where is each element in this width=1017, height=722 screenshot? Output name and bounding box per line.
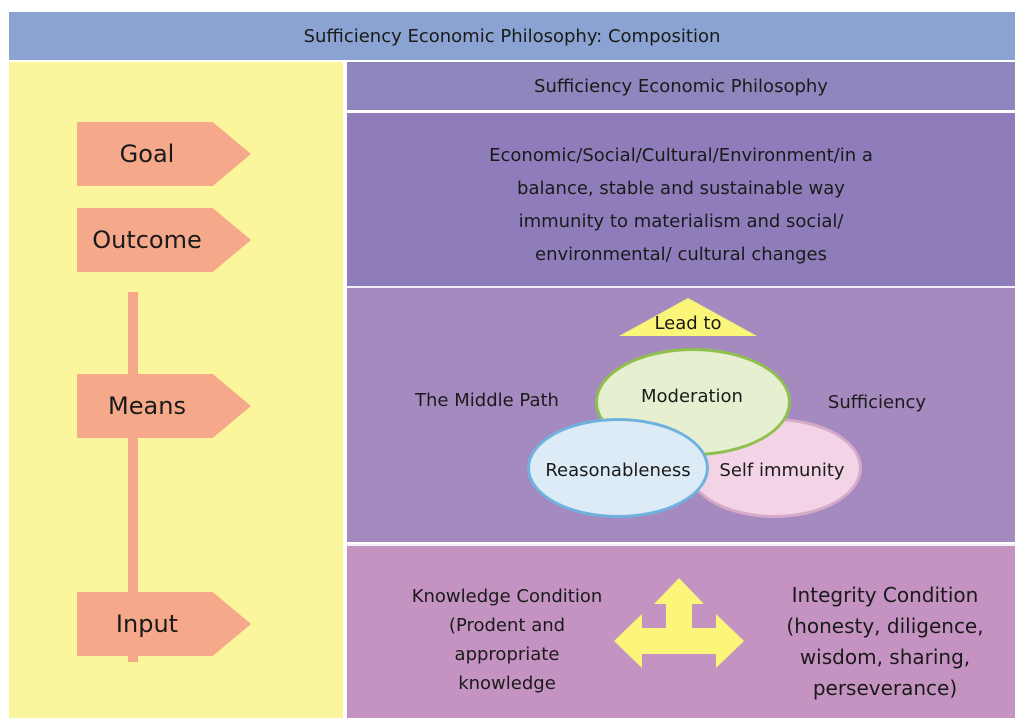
bidirectional-arrow-icon [614,578,744,668]
input-tag: Input [77,592,251,656]
goal-text-line: Economic/Social/Cultural/Environment/in … [489,145,873,166]
philosophy-band: Sufficiency Economic Philosophy [347,62,1015,110]
spine-connector [128,292,138,662]
means-tag: Means [77,374,251,438]
outcome-label: Outcome [92,226,202,254]
knowledge-condition-line: (Prodent and [448,615,566,636]
philosophy-title: Sufficiency Economic Philosophy [534,75,828,97]
goal-text-line: balance, stable and sustainable way [517,178,845,199]
knowledge-condition: Knowledge Condition (Prodent and appropr… [387,582,627,698]
middle-path-label: The Middle Path [415,389,559,411]
goal-tag: Goal [77,122,251,186]
reasonableness-circle [527,418,709,518]
integrity-condition-line: (honesty, diligence, [786,614,984,638]
lead-to-arrow [619,298,757,336]
knowledge-condition-line: knowledge [458,673,556,694]
lead-to-label: Lead to [654,312,722,334]
integrity-condition-line: wisdom, sharing, [799,645,971,669]
right-column: Sufficiency Economic Philosophy Economic… [347,62,1015,718]
page-title: Sufficiency Economic Philosophy: Composi… [303,25,721,47]
input-band: Knowledge Condition (Prodent and appropr… [347,544,1015,718]
input-label: Input [115,610,179,638]
outcome-tag: Outcome [77,208,251,272]
self-immunity-label: Self immunity [719,459,845,481]
goal-text-line: environmental/ cultural changes [535,244,827,265]
knowledge-condition-line: Knowledge Condition [411,586,603,607]
goal-text-line: immunity to materialism and social/ [518,211,844,232]
integrity-condition-line: Integrity Condition [791,583,979,607]
title-bar: Sufficiency Economic Philosophy: Composi… [9,12,1015,60]
means-band: Lead to Moderation Reasonableness Self i… [347,286,1015,542]
moderation-label: Moderation [641,385,743,407]
goal-label: Goal [119,140,175,168]
knowledge-condition-line: appropriate [454,644,560,665]
reasonableness-label: Reasonableness [545,459,691,481]
sufficiency-label: Sufficiency [827,391,927,413]
integrity-condition-line: perseverance) [812,676,958,700]
integrity-condition: Integrity Condition (honesty, diligence,… [765,580,1005,704]
means-label: Means [108,392,186,420]
left-column: Goal Outcome Means Input [9,62,343,718]
